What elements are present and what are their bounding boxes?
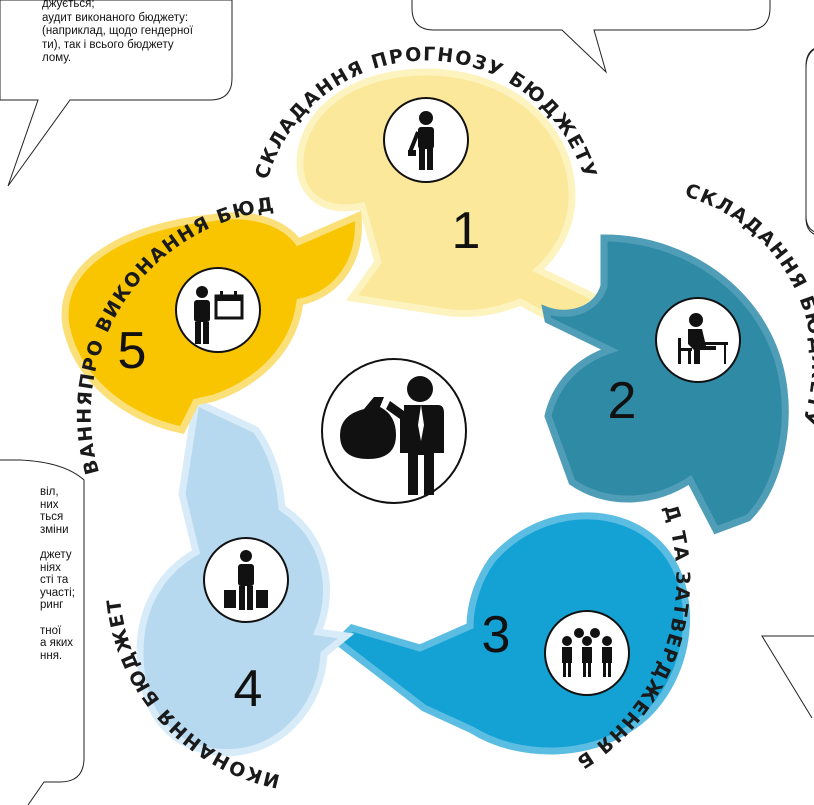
callout-line: (наприклад, щодо гендерної: [42, 25, 193, 38]
stage-1-number: 1: [452, 202, 481, 260]
callout-line: ться: [40, 511, 64, 524]
callout-left-bottom: [0, 459, 85, 805]
callout-top-left: [0, 0, 233, 187]
callout-line: тної: [40, 624, 62, 637]
callout-right-upper: [805, 45, 814, 237]
callout-line: ти), так і всього бюджету: [42, 38, 174, 51]
callout-line: ринг: [40, 599, 64, 612]
callout-line: лому.: [42, 52, 72, 65]
stage-2-segment: [541, 234, 789, 535]
callout-line: сті та: [40, 574, 69, 587]
callout-line: участі;: [40, 586, 75, 599]
stage-2-number: 2: [608, 372, 637, 430]
callout-line: джується;: [42, 0, 95, 10]
stage-4-number: 4: [234, 660, 263, 718]
callout-line: а яких: [40, 637, 74, 650]
person-at-desk-icon: [655, 297, 741, 383]
person-with-bags-icon: [203, 537, 289, 623]
stage-1-segment: [296, 68, 602, 320]
callout-line: аудит виконаного бюджету:: [42, 11, 189, 24]
group-of-people-icon: [544, 610, 630, 696]
callout-line: зміни: [40, 523, 69, 536]
callout-top-left-text: джується; аудит виконаного бюджету: (нап…: [42, 0, 193, 66]
stage-3-number: 3: [482, 606, 511, 664]
callout-left-bottom-text: віл, них ться зміни джету ніях сті та уч…: [40, 486, 75, 662]
callout-right-lower: [761, 635, 814, 719]
callout-line: віл,: [40, 486, 59, 498]
callout-line: ння.: [40, 649, 63, 662]
stage-5-number: 5: [118, 322, 147, 380]
person-with-briefcase-icon: [383, 97, 469, 183]
callout-line: джету: [40, 548, 72, 561]
person-with-calendar-icon: [175, 267, 261, 353]
person-with-money-bag-icon: [321, 358, 467, 504]
callout-line: ніях: [40, 561, 61, 574]
callout-line: них: [40, 498, 59, 511]
callout-top-middle: [411, 0, 771, 74]
